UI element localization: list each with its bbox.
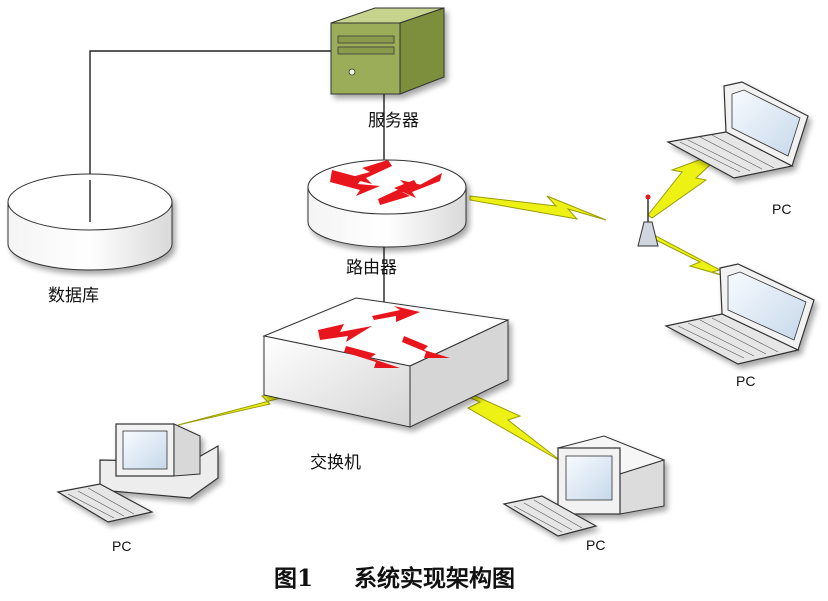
server-side — [399, 7, 445, 95]
laptop-screen — [727, 271, 807, 341]
server-drive-bay — [337, 46, 395, 55]
desktop-right-label: PC — [586, 537, 605, 553]
laptop-top-node — [666, 81, 809, 179]
desktop-left-label: PC — [112, 538, 131, 554]
switch-node — [262, 297, 510, 428]
server-drive-bay — [337, 35, 395, 44]
router-top — [307, 159, 467, 215]
wireless-antenna-icon — [645, 194, 651, 200]
router-node — [307, 159, 467, 248]
router-label: 路由器 — [346, 258, 397, 278]
server-label: 服务器 — [368, 111, 419, 131]
monitor-back — [173, 423, 201, 477]
monitor-screen — [565, 455, 613, 501]
laptop-bottom-label: PC — [736, 373, 755, 389]
switch-right-face — [409, 319, 509, 428]
server-power-led — [348, 68, 356, 76]
switch-label: 交换机 — [310, 453, 361, 473]
laptop-keyboard — [664, 313, 800, 365]
database-label: 数据库 — [48, 286, 99, 306]
desktop-keyboard — [502, 495, 598, 537]
wireless-ap-node — [637, 194, 659, 247]
lightning-router-ap-icon — [469, 195, 607, 221]
laptop-top-label: PC — [772, 201, 791, 217]
database-server-link — [89, 50, 334, 222]
figure-caption-title: 系统实现架构图 — [354, 565, 515, 592]
monitor-screen — [122, 430, 168, 470]
ap-base — [637, 221, 659, 247]
router-arrows-icon — [330, 160, 442, 205]
laptop-screen — [731, 89, 801, 157]
server-front — [330, 22, 401, 95]
switch-arrows-icon — [318, 306, 450, 368]
laptop-bottom-node — [664, 263, 815, 365]
figure-caption-number: 图1 — [274, 565, 313, 592]
desktop-left-node — [56, 423, 219, 523]
server-node — [330, 7, 445, 95]
laptop-keyboard — [666, 131, 794, 179]
desktop-keyboard — [56, 483, 154, 523]
desktop-right-node — [502, 435, 666, 537]
